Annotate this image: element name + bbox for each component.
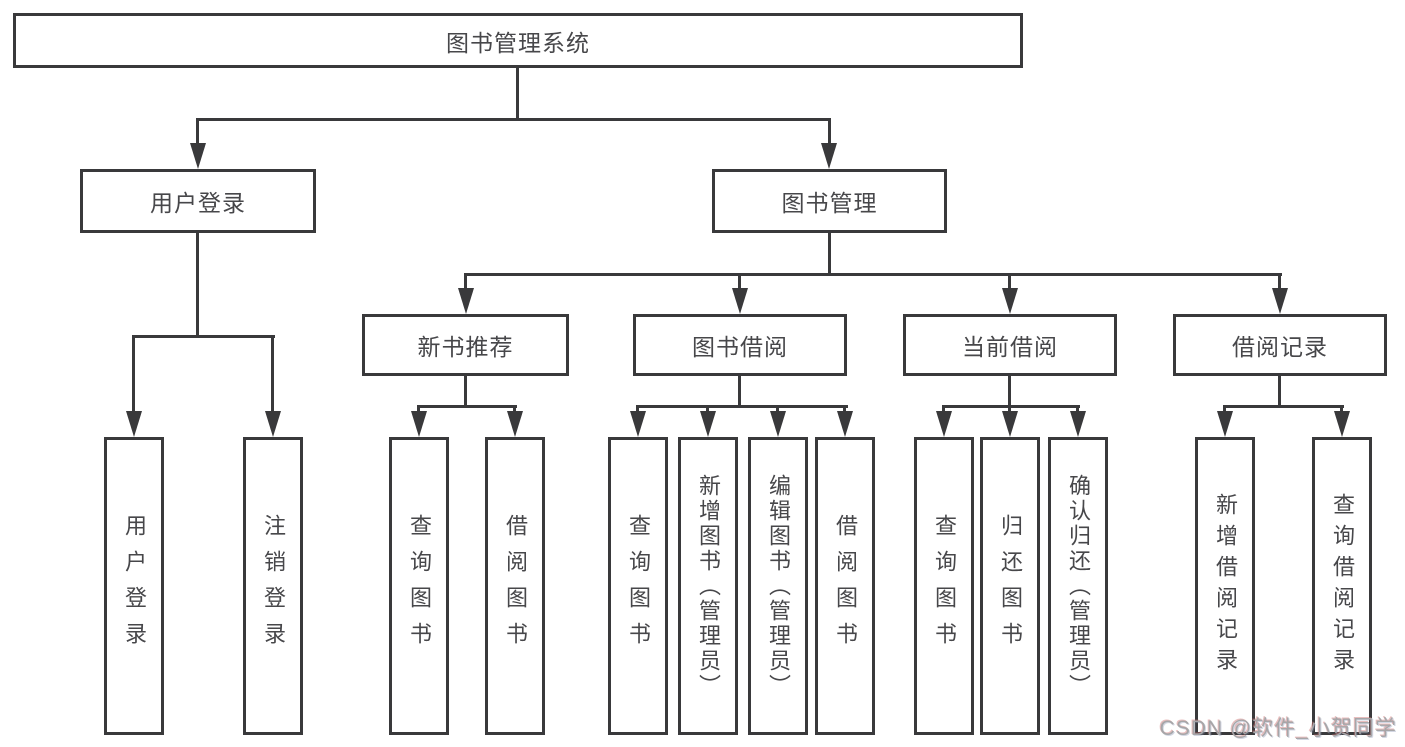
connector-arrowhead	[190, 143, 206, 169]
connector-arrowhead	[1334, 411, 1350, 437]
leaf-query-books-borrow: 查询图书	[608, 437, 668, 735]
leaf-query-borrow-record: 查询借阅记录	[1312, 437, 1372, 735]
connector-shaft	[1008, 405, 1011, 414]
connector-shaft	[1076, 405, 1079, 414]
leaf-query-books-borrow-label: 查询图书	[626, 514, 651, 658]
leaf-logout-label: 注销登录	[261, 514, 286, 658]
leaf-edit-book-admin: 编辑图书（管理员）	[748, 437, 808, 735]
node-root: 图书管理系统	[13, 13, 1023, 68]
leaf-borrow-books-recommend: 借阅图书	[485, 437, 545, 735]
connector-user-login-bar	[133, 335, 275, 338]
leaf-add-book-admin: 新增图书（管理员）	[678, 437, 738, 735]
connector-shaft	[776, 405, 779, 414]
connector-module-stem	[1008, 374, 1011, 407]
connector-arrowhead	[936, 411, 952, 437]
connector-module-stem	[738, 374, 741, 407]
connector-shaft	[706, 405, 709, 414]
node-user-login-label: 用户登录	[150, 190, 246, 216]
connector-arrowhead	[411, 411, 427, 437]
connector-shaft	[196, 118, 199, 145]
connector-leaf-bar	[942, 405, 1080, 408]
connector-user-login-stem	[196, 231, 199, 337]
connector-shaft	[1008, 273, 1011, 290]
connector-shaft	[828, 118, 831, 145]
connector-arrowhead	[1217, 411, 1233, 437]
connector-level2-bar	[465, 273, 1282, 276]
leaf-query-books-recommend-label: 查询图书	[407, 514, 432, 658]
connector-arrowhead	[732, 288, 748, 314]
connector-shaft	[1223, 405, 1226, 414]
leaf-borrow-books: 借阅图书	[815, 437, 875, 735]
leaf-user-login: 用户登录	[104, 437, 164, 735]
connector-arrowhead	[1272, 288, 1288, 314]
connector-leaf-bar	[417, 405, 517, 408]
leaf-query-books-current-label: 查询图书	[932, 514, 957, 658]
node-book-management-label: 图书管理	[781, 190, 878, 216]
connector-shaft	[942, 405, 945, 414]
leaf-edit-book-admin-label: 编辑图书（管理员）	[766, 473, 791, 699]
connector-arrowhead	[770, 411, 786, 437]
leaf-query-borrow-record-label: 查询借阅记录	[1330, 493, 1355, 679]
connector-shaft	[636, 405, 639, 414]
connector-shaft	[738, 273, 741, 290]
connector-shaft	[271, 335, 274, 413]
connector-shaft	[132, 335, 135, 413]
node-new-book-recommend-label: 新书推荐	[417, 334, 514, 360]
connector-module-stem	[464, 374, 467, 407]
leaf-return-book: 归还图书	[980, 437, 1040, 735]
connector-shaft	[1278, 273, 1281, 290]
connector-leaf-bar	[1223, 405, 1344, 408]
connector-arrowhead	[265, 411, 281, 437]
node-current-borrow-label: 当前借阅	[962, 334, 1058, 360]
connector-arrowhead	[837, 411, 853, 437]
connector-arrowhead	[821, 143, 837, 169]
node-book-borrow: 图书借阅	[633, 314, 847, 376]
node-book-borrow-label: 图书借阅	[692, 334, 788, 360]
connector-arrowhead	[458, 288, 474, 314]
leaf-return-book-label: 归还图书	[998, 514, 1023, 658]
leaf-add-borrow-record-label: 新增借阅记录	[1213, 493, 1238, 679]
connector-shaft	[1340, 405, 1343, 414]
connector-arrowhead	[700, 411, 716, 437]
leaf-user-login-label: 用户登录	[122, 514, 147, 658]
connector-arrowhead	[126, 411, 142, 437]
leaf-confirm-return-admin-label: 确认归还（管理员）	[1066, 473, 1091, 699]
node-borrow-records-label: 借阅记录	[1232, 334, 1328, 360]
connector-shaft	[513, 405, 516, 414]
connector-leaf-bar	[636, 405, 848, 408]
connector-arrowhead	[630, 411, 646, 437]
node-current-borrow: 当前借阅	[903, 314, 1117, 376]
leaf-add-book-admin-label: 新增图书（管理员）	[696, 473, 721, 699]
connector-arrowhead	[1002, 288, 1018, 314]
connector-arrowhead	[507, 411, 523, 437]
connector-arrowhead	[1002, 411, 1018, 437]
node-book-management: 图书管理	[712, 169, 947, 233]
leaf-logout: 注销登录	[243, 437, 303, 735]
connector-book-mgmt-stem	[828, 231, 831, 275]
connector-root-stem	[516, 66, 519, 118]
connector-level1-bar	[197, 118, 831, 121]
node-user-login: 用户登录	[80, 169, 316, 233]
watermark: CSDN @软件_小贺同学	[1159, 717, 1397, 740]
leaf-query-books-recommend: 查询图书	[389, 437, 449, 735]
connector-shaft	[464, 273, 467, 290]
connector-shaft	[843, 405, 846, 414]
leaf-borrow-books-label: 借阅图书	[833, 514, 858, 658]
node-new-book-recommend: 新书推荐	[362, 314, 569, 376]
leaf-add-borrow-record: 新增借阅记录	[1195, 437, 1255, 735]
connector-module-stem	[1278, 374, 1281, 407]
leaf-query-books-current: 查询图书	[914, 437, 974, 735]
leaf-borrow-books-recommend-label: 借阅图书	[503, 514, 528, 658]
leaf-confirm-return-admin: 确认归还（管理员）	[1048, 437, 1108, 735]
connector-arrowhead	[1070, 411, 1086, 437]
node-root-label: 图书管理系统	[446, 29, 590, 56]
node-borrow-records: 借阅记录	[1173, 314, 1387, 376]
connector-shaft	[417, 405, 420, 414]
